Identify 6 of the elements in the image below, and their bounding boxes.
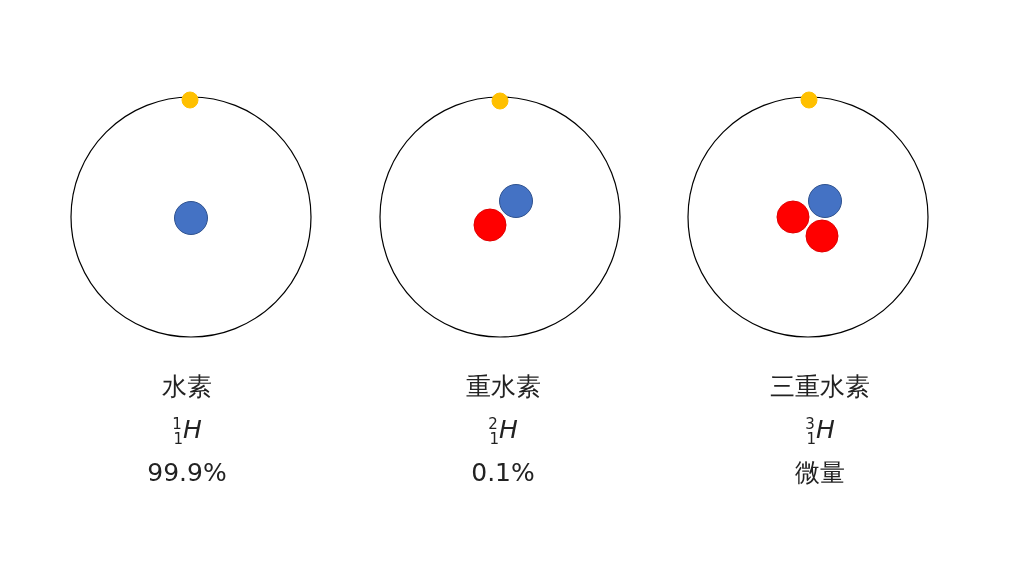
isotope-name: 三重水素 [770,373,870,401]
abundance-value: 99.9% [147,459,227,487]
abundance-value: 0.1% [471,459,535,487]
isotope-name: 水素 [162,373,212,401]
abundance-value: 微量 [795,459,845,487]
isotope-name: 重水素 [465,373,541,401]
